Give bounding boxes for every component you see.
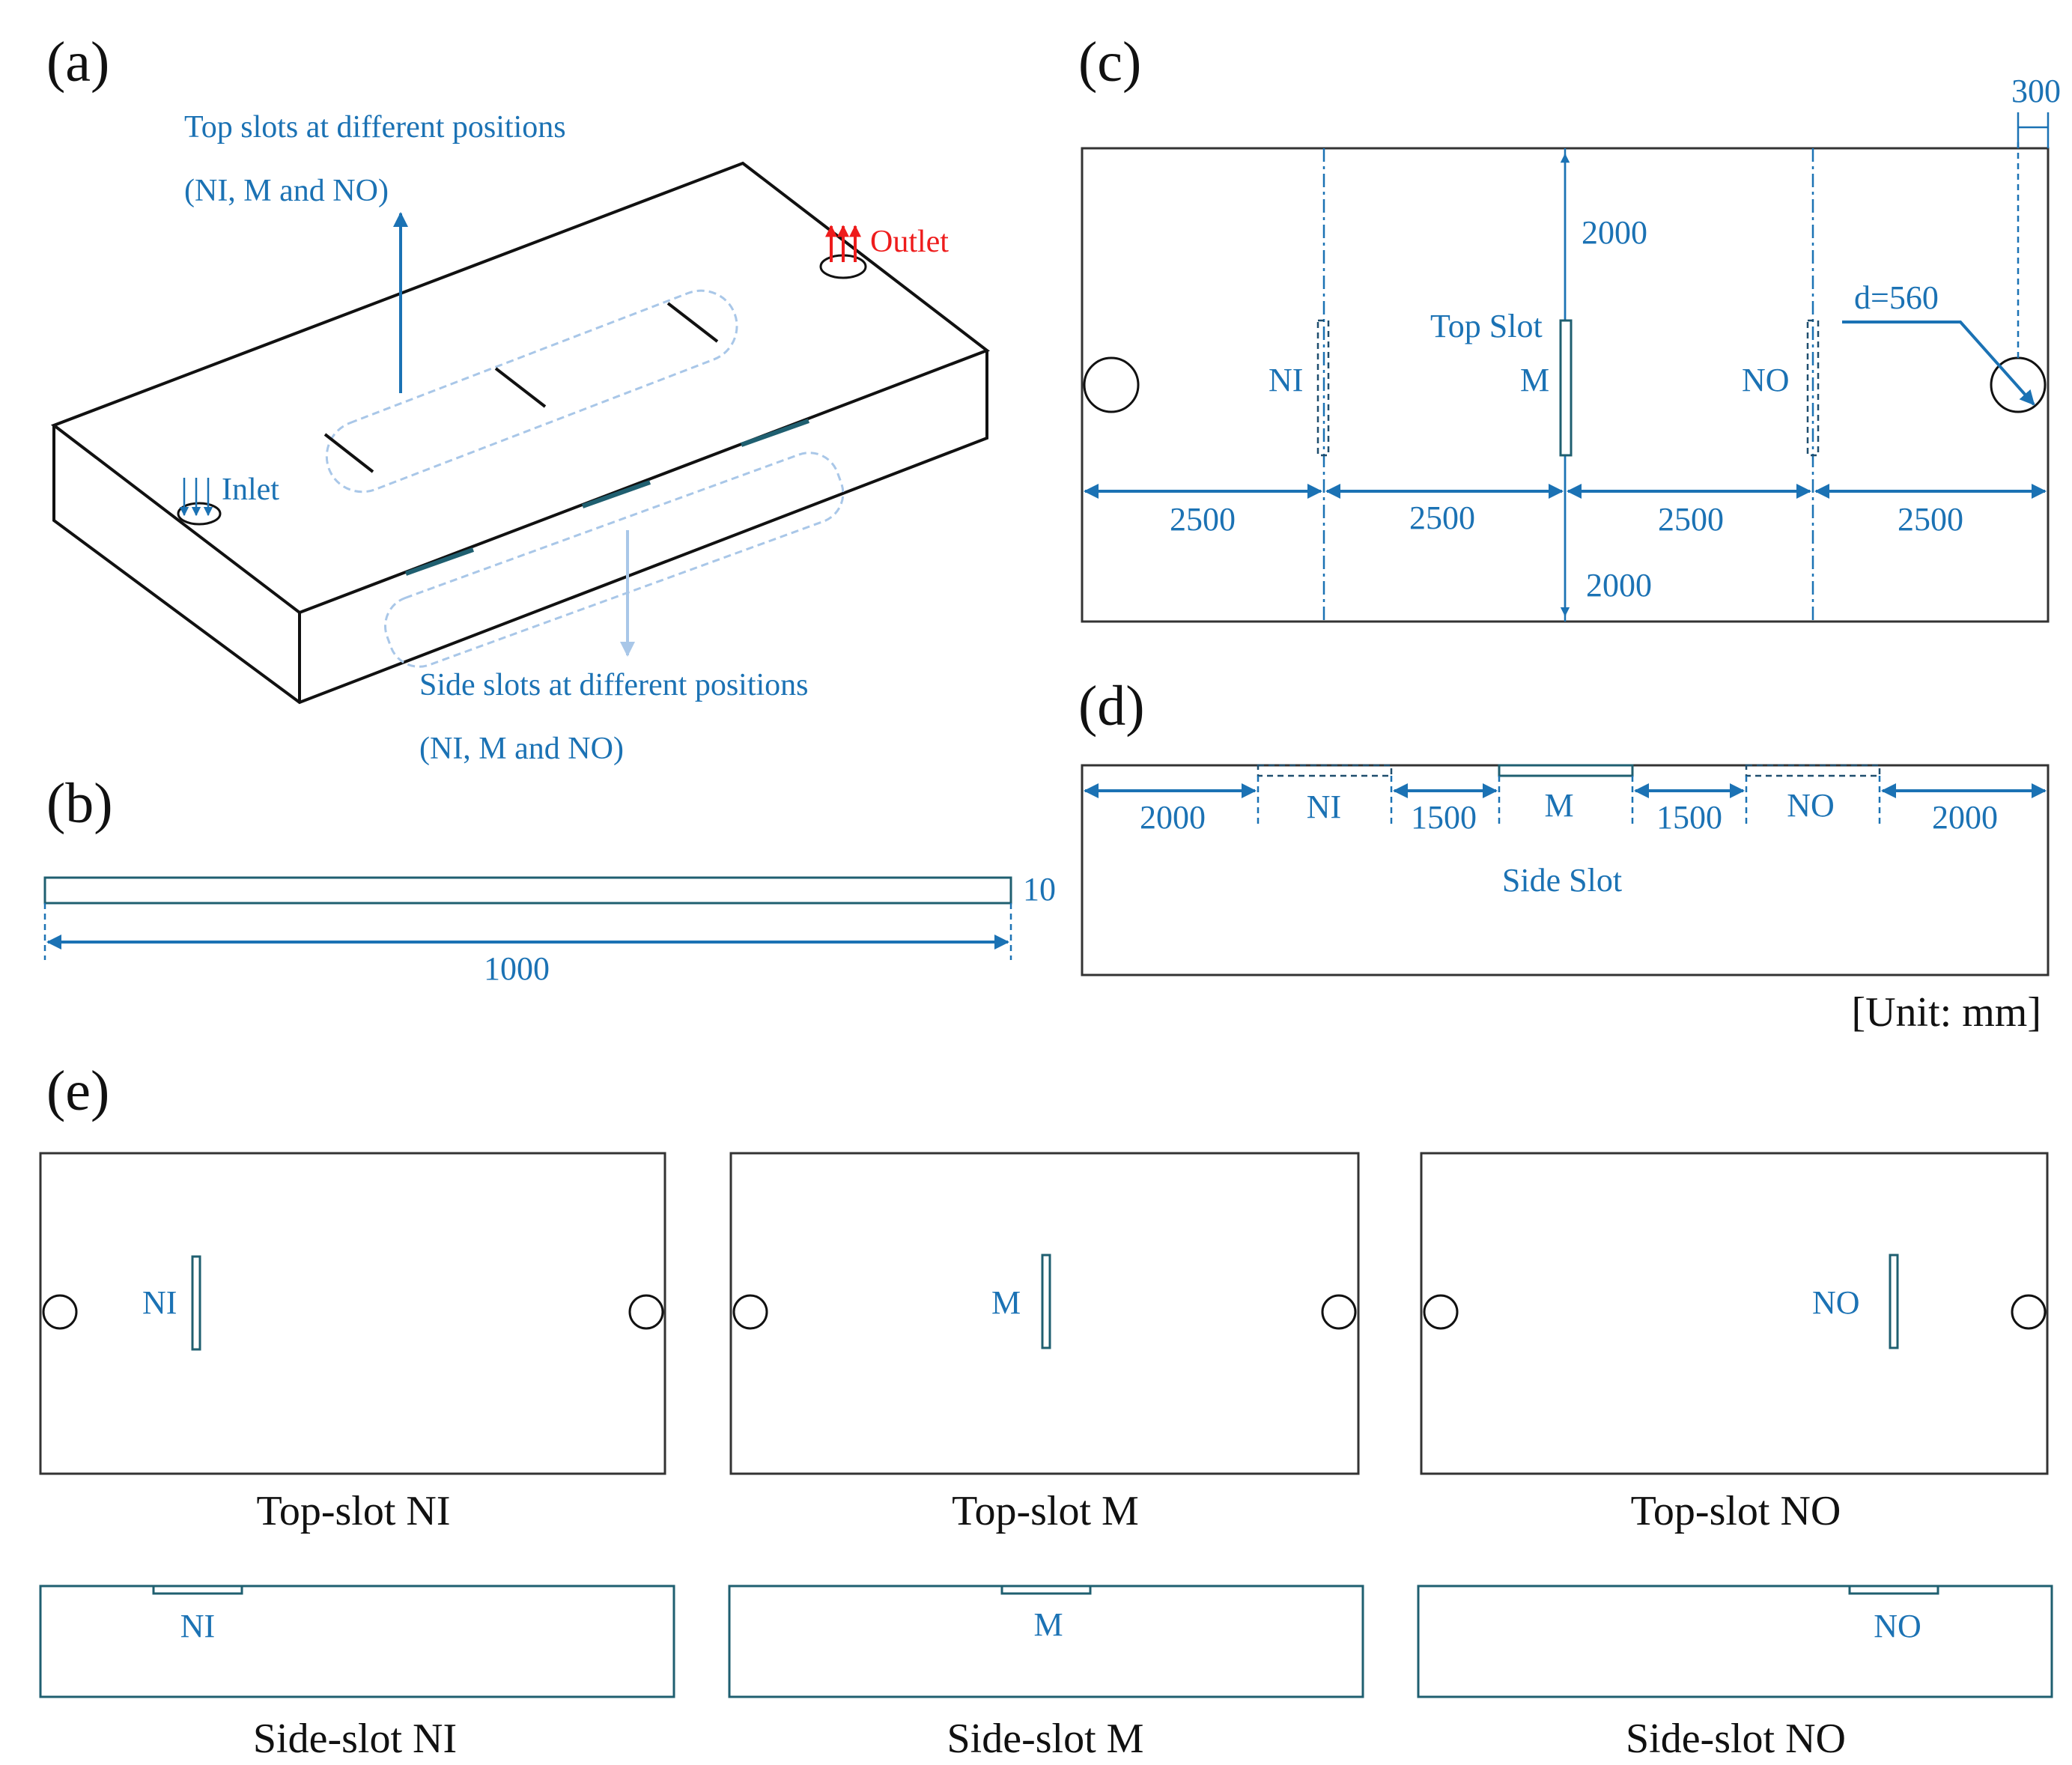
top-slot-m	[494, 367, 547, 408]
inlet-label: Inlet	[222, 473, 279, 507]
side-slot-label: Side Slot	[1502, 862, 1622, 899]
slot-no-label: NO	[1742, 362, 1790, 398]
top-view-ni: NI Top-slot NI	[39, 1152, 666, 1534]
panel-d: (d) 2000 NI 1500 M 1500 NO 2000 Side Slo…	[1078, 675, 2050, 1036]
side-no-label: NO	[1787, 787, 1835, 824]
side-slots-caption-1: Side slots at different positions	[419, 668, 809, 702]
side-slot-no	[740, 419, 810, 447]
side-seg-1-label: 2000	[1140, 799, 1206, 836]
side-slots-caption-2: (NI, M and NO)	[419, 732, 624, 766]
top-slot-m	[1559, 319, 1573, 457]
side-seg-2-label: 1500	[1411, 799, 1477, 836]
side-slot-m	[581, 480, 651, 508]
side-view-m-slot-label: M	[1033, 1606, 1063, 1643]
panel-a: (a) Inlet Outlet	[46, 31, 991, 766]
side-view-no-caption: Side-slot NO	[1626, 1716, 1846, 1762]
outlet-label: Outlet	[870, 225, 949, 259]
top-view-no: NO Top-slot NO	[1420, 1152, 2049, 1534]
top-slot-ni-dashed	[1316, 319, 1330, 457]
outlet-arrows-icon	[825, 225, 861, 262]
top-view-no-caption: Top-slot NO	[1631, 1488, 1841, 1534]
slot-length-label: 1000	[484, 950, 550, 987]
slot-thickness-label: 10	[1023, 871, 1056, 908]
seg-3-label: 2500	[1658, 501, 1724, 538]
panel-d-label: (d)	[1078, 675, 1145, 738]
top-view-no-slot-label: NO	[1812, 1284, 1860, 1321]
offset-label: 300	[2011, 73, 2061, 109]
inlet-arrows-icon	[179, 478, 213, 517]
slot-section	[43, 876, 1012, 905]
panel-c: (c) 2000 Top Slot NI M NO d=560 300	[1078, 31, 2061, 623]
panel-b-label: (b)	[46, 772, 113, 835]
side-m-label: M	[1544, 787, 1573, 824]
top-slot-label: Top Slot	[1430, 308, 1543, 344]
seg-1-label: 2500	[1170, 501, 1236, 538]
side-slot-no-dashed	[1745, 764, 1881, 777]
side-view-ni: NI Side-slot NI	[39, 1585, 675, 1762]
top-view-m-caption: Top-slot M	[952, 1488, 1139, 1534]
side-view-m: M Side-slot M	[728, 1585, 1364, 1762]
slot-ni-label: NI	[1269, 362, 1303, 398]
half-height-top-label: 2000	[1582, 214, 1647, 251]
side-seg-4-label: 2000	[1932, 799, 1998, 836]
half-height-bottom-label: 2000	[1586, 567, 1652, 604]
top-slots-caption-1: Top slots at different positions	[184, 110, 566, 145]
seg-4-label: 2500	[1898, 501, 1963, 538]
top-view-m: M Top-slot M	[729, 1152, 1360, 1534]
seg-2-label: 2500	[1409, 499, 1475, 536]
inlet-circle	[1083, 356, 1140, 413]
top-view-ni-slot-label: NI	[142, 1284, 177, 1321]
top-slots-caption-2: (NI, M and NO)	[184, 174, 389, 208]
side-slot-m	[1498, 764, 1634, 777]
top-slot-ni	[323, 433, 374, 473]
panel-e: (e) NI Top-slot NI M Top-slot M NO To	[39, 1060, 2053, 1762]
top-slot-no-dashed	[1806, 319, 1820, 457]
unit-label: [Unit: mm]	[1851, 989, 2041, 1036]
diameter-leader	[1842, 321, 2035, 406]
room-side-view	[1081, 764, 2050, 976]
panel-e-label: (e)	[46, 1060, 109, 1123]
side-view-m-caption: Side-slot M	[947, 1716, 1144, 1762]
panel-a-label: (a)	[46, 31, 109, 94]
side-view-ni-slot-label: NI	[180, 1608, 215, 1644]
room-box	[50, 161, 991, 705]
side-view-no-slot-label: NO	[1874, 1608, 1921, 1644]
top-slots-region	[325, 289, 738, 493]
slot-m-label: M	[1520, 362, 1549, 398]
side-slot-ni-dashed	[1257, 764, 1393, 777]
side-slot-ni	[404, 547, 475, 576]
top-view-ni-caption: Top-slot NI	[257, 1488, 451, 1534]
panel-c-label: (c)	[1078, 31, 1141, 94]
side-view-no: NO Side-slot NO	[1417, 1585, 2053, 1762]
side-seg-3-label: 1500	[1656, 799, 1722, 836]
top-slot-no	[666, 302, 719, 343]
side-view-ni-caption: Side-slot NI	[253, 1716, 457, 1762]
diameter-label: d=560	[1854, 279, 1939, 316]
side-ni-label: NI	[1307, 789, 1341, 825]
top-view-m-slot-label: M	[991, 1284, 1021, 1321]
panel-b: (b) 10 1000	[43, 772, 1056, 987]
